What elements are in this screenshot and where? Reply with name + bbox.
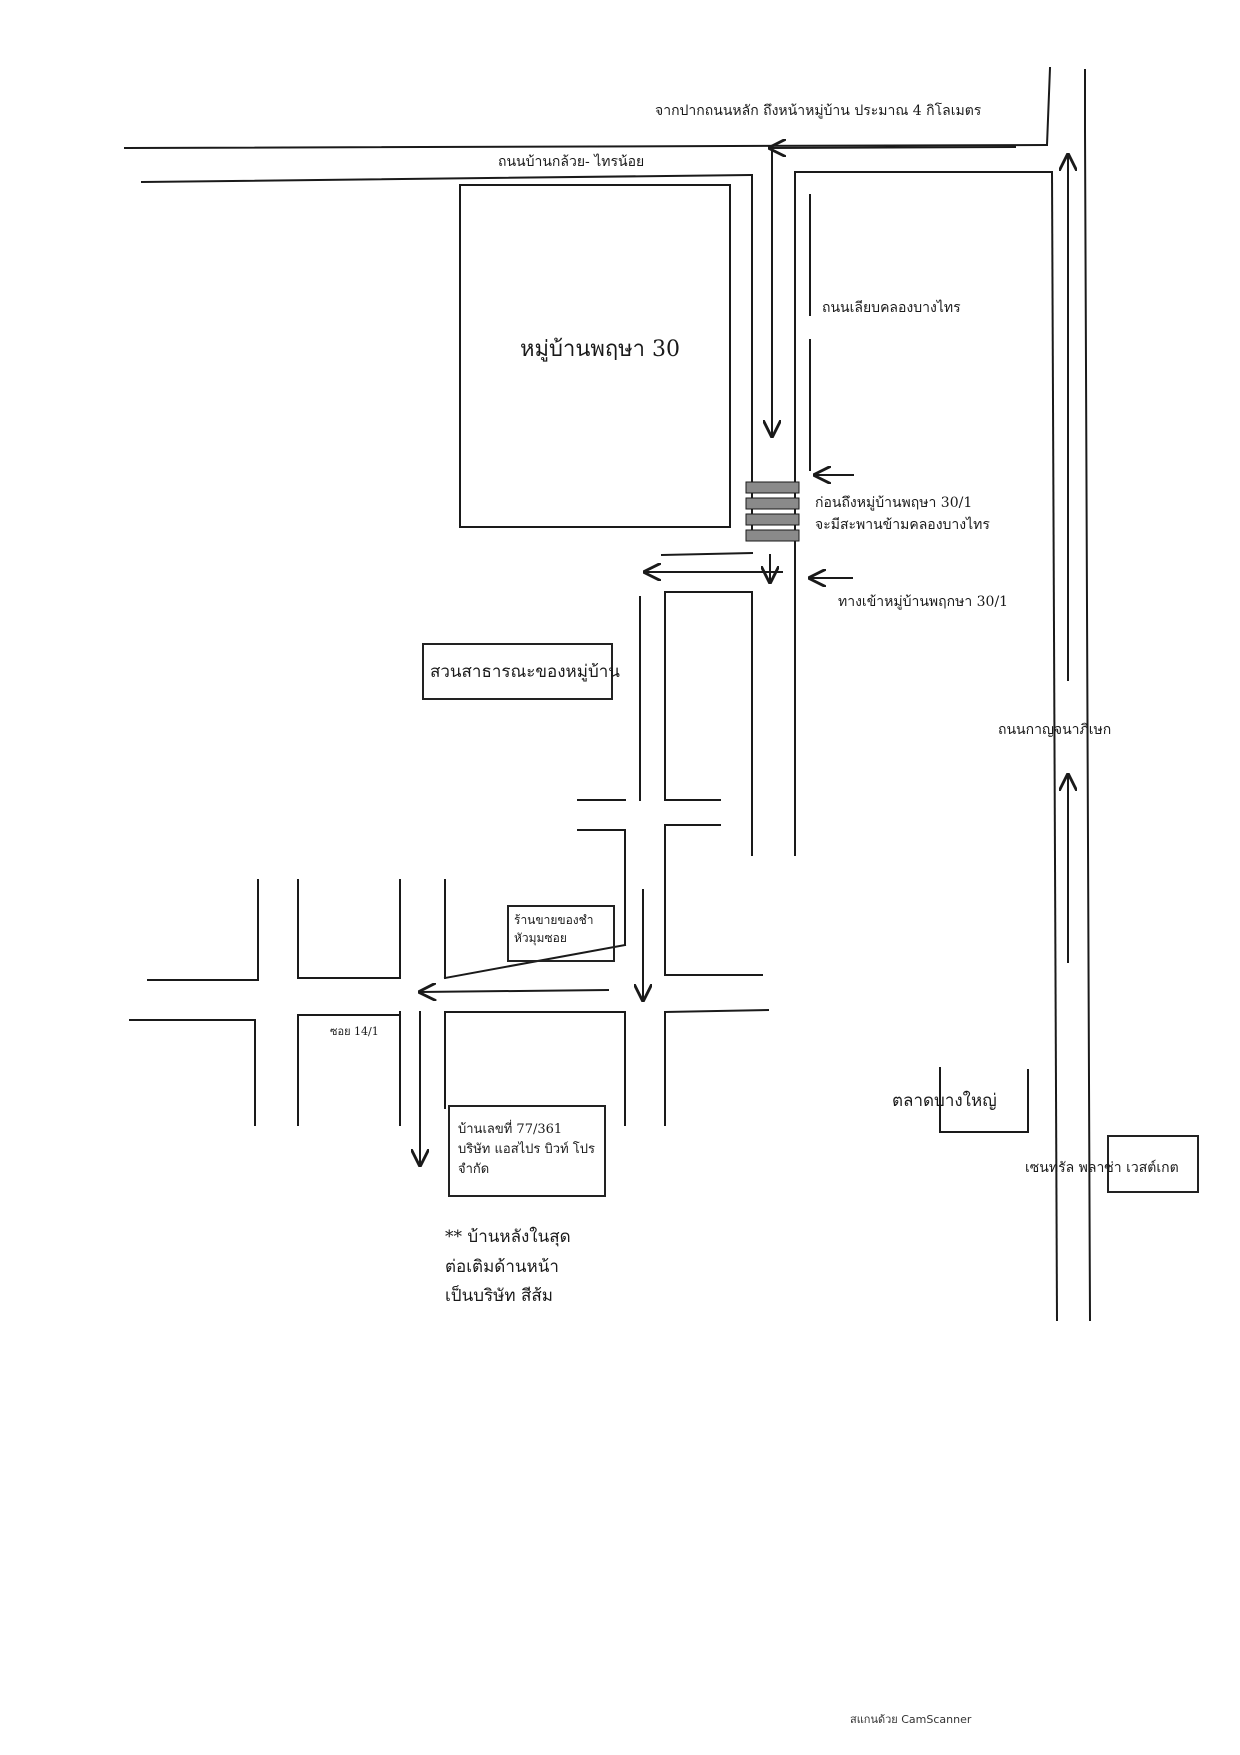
central-plaza-label: เซนทรัล พลาซ่า เวสต์เกต <box>1025 1160 1179 1176</box>
main-road-distance-label: จากปากถนนหลัก ถึงหน้าหมู่บ้าน ประมาณ 4 ก… <box>655 103 982 119</box>
market-label: ตลาดบางใหญ่ <box>892 1091 997 1111</box>
house-note-line-2: ต่อเติมด้านหน้า <box>445 1256 559 1277</box>
road-canal-label: ถนนเลียบคลองบางไทร <box>822 300 961 316</box>
house-label-line-1: บ้านเลขที่ 77/361 <box>458 1122 563 1137</box>
house-box <box>448 1105 606 1197</box>
village-30-label: หมู่บ้านพฤษา 30 <box>520 337 681 362</box>
market-outline <box>939 1067 1029 1133</box>
road-kanchanaphisek <box>794 69 1092 1322</box>
park-label: สวนสาธารณะของหมู่บ้าน <box>430 662 620 682</box>
bridge-icon <box>745 481 800 542</box>
park-box <box>422 643 613 700</box>
shop-label-line-2: หัวมุมซอย <box>514 930 567 945</box>
shop-box <box>507 905 615 962</box>
house-note-line-1: ** บ้านหลังในสุด <box>445 1227 571 1247</box>
village-30-block <box>459 184 731 528</box>
central-plaza-box <box>1107 1135 1199 1193</box>
bridge-note-line-1: ก่อนถึงหมู่บ้านพฤษา 30/1 <box>815 495 973 511</box>
house-note-line-3: เป็นบริษัท สีส้ม <box>445 1286 553 1307</box>
road-ban-kluai-label: ถนนบ้านกล้วย- ไทรน้อย <box>498 154 645 170</box>
road-kanchanaphisek-label: ถนนกาญจนาภิเษก <box>998 722 1112 738</box>
shop-label-line-1: ร้านขายของชำ <box>514 913 594 927</box>
road-ban-kluai-sai-noi <box>123 66 1052 184</box>
bridge-note-line-2: จะมีสะพานข้ามคลองบางไทร <box>815 517 990 534</box>
arrow-left-icon <box>420 147 1017 992</box>
soi-14-1-label: ซอย 14/1 <box>330 1025 379 1038</box>
house-label-line-3: จำกัด <box>458 1161 490 1177</box>
arrow-down-icon <box>420 149 772 1165</box>
bridge-note: ก่อนถึงหมู่บ้านพฤษา 30/1 จะมีสะพานข้ามคล… <box>815 495 990 533</box>
village-roads <box>129 551 770 1126</box>
house-label-line-2: บริษัท แอสไปร บิวท์ โปร <box>458 1141 596 1157</box>
shop-label: ร้านขายของชำ หัวมุมซอย <box>514 913 594 946</box>
house-note: ** บ้านหลังในสุด ต่อเติมด้านหน้า เป็นบริ… <box>445 1227 571 1307</box>
scanner-watermark: สแกนด้วย CamScanner <box>850 1713 972 1726</box>
house-label: บ้านเลขที่ 77/361 บริษัท แอสไปร บิวท์ โป… <box>458 1122 596 1178</box>
entrance-label: ทางเข้าหมู่บ้านพฤกษา 30/1 <box>838 594 1009 610</box>
